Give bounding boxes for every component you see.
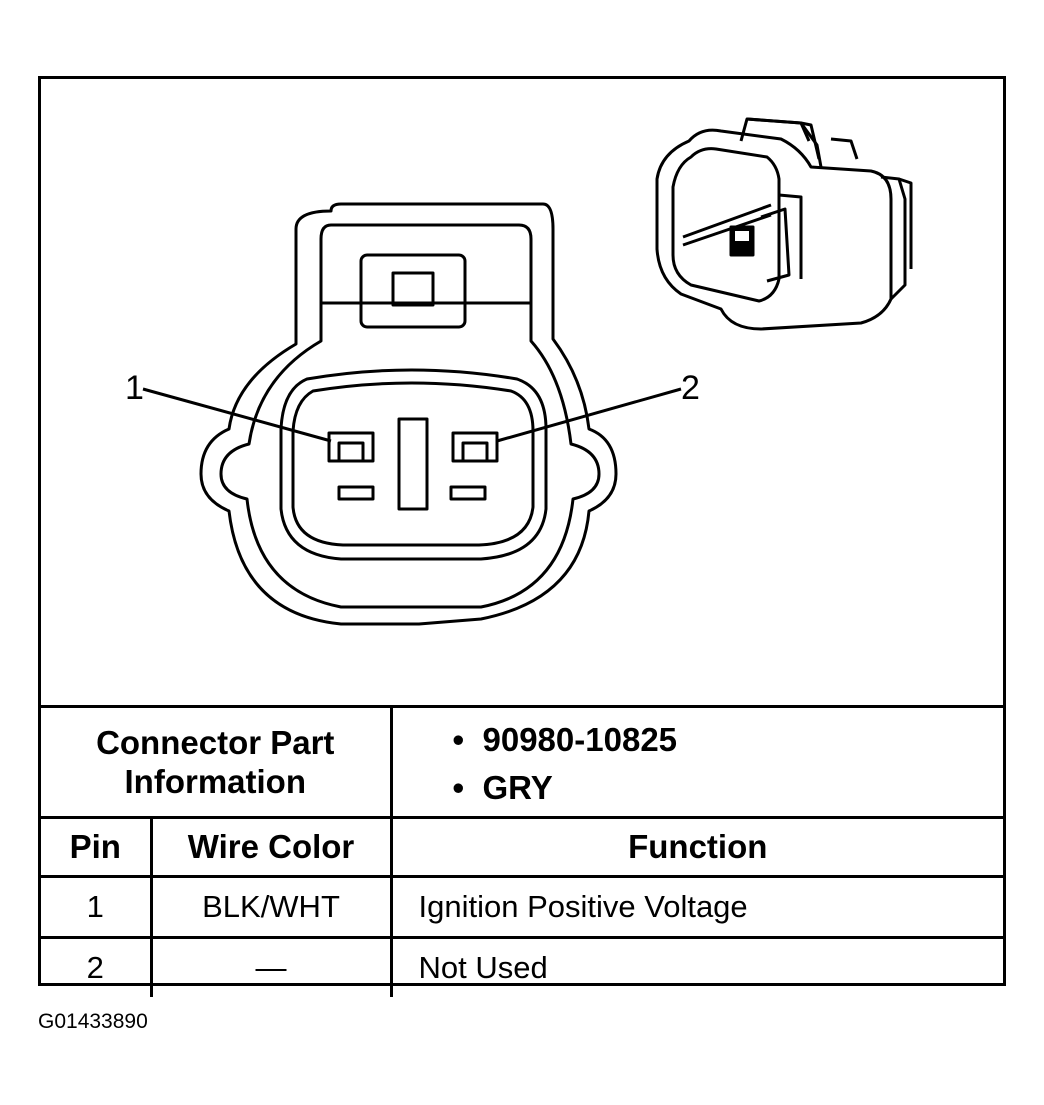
connector-figure-frame: 1 2 [38,76,1006,997]
connector-info-table: Connector Part Information •90980-10825 … [41,705,1003,997]
connector-color: •GRY [452,769,553,806]
table-row: 2 — Not Used [41,936,1003,997]
callout-1: 1 [125,369,144,407]
terminal-2 [451,431,499,463]
header-pin: Pin [41,816,153,878]
figure-id: G01433890 [38,1010,148,1033]
connector-part-info-label: Connector Part Information [41,705,393,819]
callout-2: 2 [681,369,700,407]
connector-face-outline [199,202,618,626]
header-wire-color: Wire Color [149,816,393,878]
part-number: •90980-10825 [452,721,678,758]
connector-part-info-values: •90980-10825 •GRY [389,705,1003,819]
pin-function: Not Used [389,936,1003,997]
connector-diagram: 1 2 [41,79,1003,705]
pin-number: 2 [41,936,153,997]
wire-color: — [149,936,393,997]
pin-number: 1 [41,875,153,939]
connector-info-table-wrap: Connector Part Information •90980-10825 … [41,705,1003,997]
wire-color: BLK/WHT [149,875,393,939]
connector-isometric-view [655,117,913,331]
header-function: Function [389,816,1003,878]
table-row: 1 BLK/WHT Ignition Positive Voltage [41,875,1003,939]
pin-function: Ignition Positive Voltage [389,875,1003,939]
terminal-1 [327,431,375,463]
